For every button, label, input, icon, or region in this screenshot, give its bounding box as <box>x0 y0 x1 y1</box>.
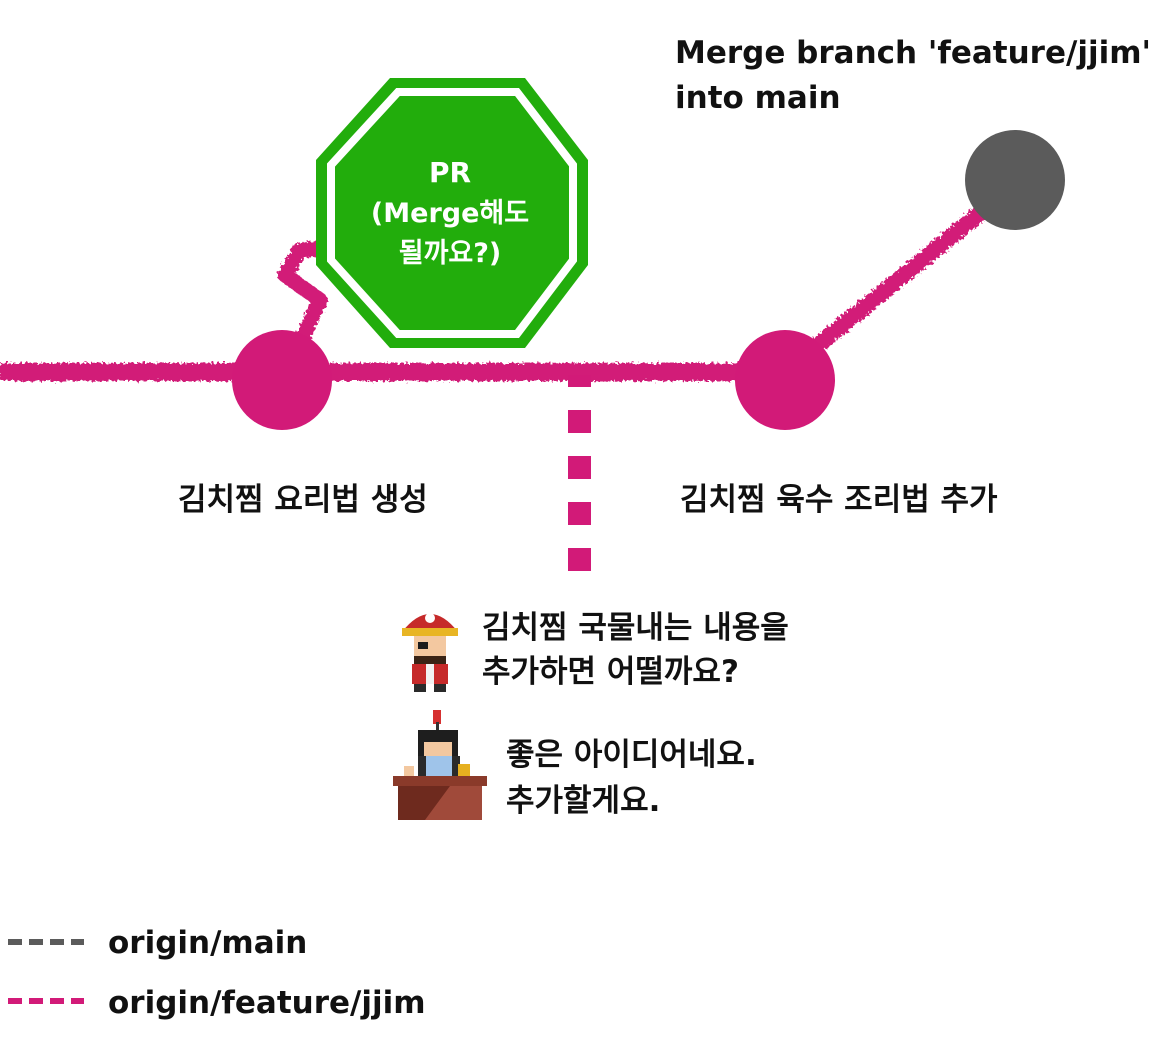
legend-feature-label: origin/feature/jjim <box>108 985 426 1021</box>
commit-label-first: 김치찜 요리법 생성 <box>178 482 428 518</box>
commit-label-second: 김치찜 육수 조리법 추가 <box>680 482 998 518</box>
review-connector <box>568 375 591 571</box>
merge-commit-label-line2: into main <box>675 80 841 116</box>
reviewer-comment-line1: 김치찜 국물내는 내용을 <box>482 610 789 646</box>
commit-node-second <box>735 330 835 430</box>
merge-commit-node <box>965 130 1065 230</box>
legend-main-label: origin/main <box>108 925 307 961</box>
reviewer-comment-line2: 추가하면 어떨까요? <box>482 654 739 690</box>
legend: origin/main origin/feature/jjim <box>8 925 426 1021</box>
developer-at-desk-icon <box>393 710 487 820</box>
pr-badge-line1: PR <box>429 156 471 189</box>
commit-node-first <box>232 330 332 430</box>
author-reply-line1: 좋은 아이디어네요. <box>506 737 757 773</box>
pr-badge-line3: 될까요?) <box>399 238 502 269</box>
author-reply-line2: 추가할게요. <box>506 783 660 819</box>
pirate-avatar-icon <box>402 613 458 692</box>
pr-badge: PR (Merge해도 될까요?) <box>316 78 588 348</box>
pr-badge-line2: (Merge해도 <box>371 198 529 229</box>
merge-commit-label-line1: Merge branch 'feature/jjim' <box>675 35 1151 71</box>
